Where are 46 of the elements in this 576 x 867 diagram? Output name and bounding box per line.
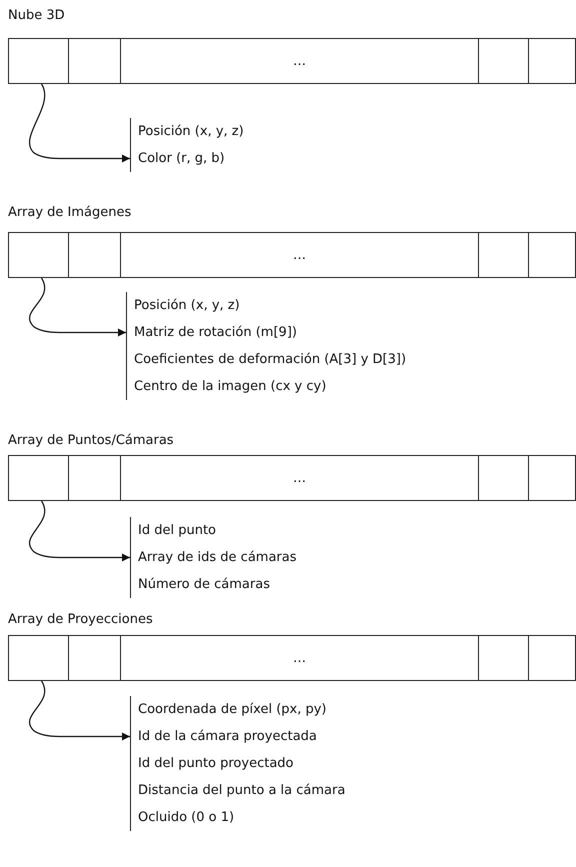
arrow: [29, 680, 130, 740]
field-text: Número de cámaras: [138, 576, 271, 594]
field-text: Id de la cámara proyectada: [138, 728, 318, 746]
array-cell: [8, 455, 69, 501]
field-list: [126, 292, 406, 400]
array-title: Array de Proyecciones: [8, 612, 153, 627]
array-title: Array de Puntos/Cámaras: [8, 433, 174, 448]
field-text: Centro de la imagen (cx y cy): [134, 378, 328, 396]
field-text: Coordenada de píxel (px, py): [138, 701, 328, 719]
ellipsis-cell: …: [120, 455, 479, 501]
array-cell: [478, 635, 529, 681]
array-cell: [528, 38, 576, 84]
field-text: Color (r, g, b): [138, 150, 226, 168]
array-cell: [478, 232, 529, 278]
arrow: [29, 500, 130, 562]
array-cell: [478, 38, 529, 84]
field-text: Distancia del punto a la cámara: [138, 782, 346, 800]
array-title: Nube 3D: [8, 8, 65, 23]
field-list: [130, 696, 346, 831]
arrow: [28, 84, 130, 162]
field-text: Matriz de rotación (m[9]): [134, 324, 298, 342]
array-cell: [68, 455, 121, 501]
array-cell: [8, 38, 69, 84]
array-cell: [8, 232, 69, 278]
array-cell: [8, 635, 69, 681]
array-cell: [68, 38, 121, 84]
array-cell: [478, 455, 529, 501]
array-cell: [528, 232, 576, 278]
field-list: [130, 517, 297, 598]
array-cell: [68, 635, 121, 681]
ellipsis-cell: …: [120, 635, 479, 681]
field-text: Posición (x, y, z): [138, 123, 244, 141]
field-text: Ocluido (0 o 1): [138, 809, 236, 827]
field-text: Id del punto proyectado: [138, 755, 294, 773]
field-text: Coeficientes de deformación (A[3] y D[3]): [134, 351, 406, 369]
array-title: Array de Imágenes: [8, 205, 132, 220]
array-cell: [528, 455, 576, 501]
array-cell: [68, 232, 121, 278]
ellipsis-cell: …: [120, 38, 479, 84]
ellipsis-cell: …: [120, 232, 479, 278]
field-text: Id del punto: [138, 522, 217, 540]
arrow: [29, 278, 126, 336]
field-text: Array de ids de cámaras: [138, 549, 297, 567]
field-list: [130, 118, 244, 172]
array-cell: [528, 635, 576, 681]
field-text: Posición (x, y, z): [134, 297, 241, 315]
